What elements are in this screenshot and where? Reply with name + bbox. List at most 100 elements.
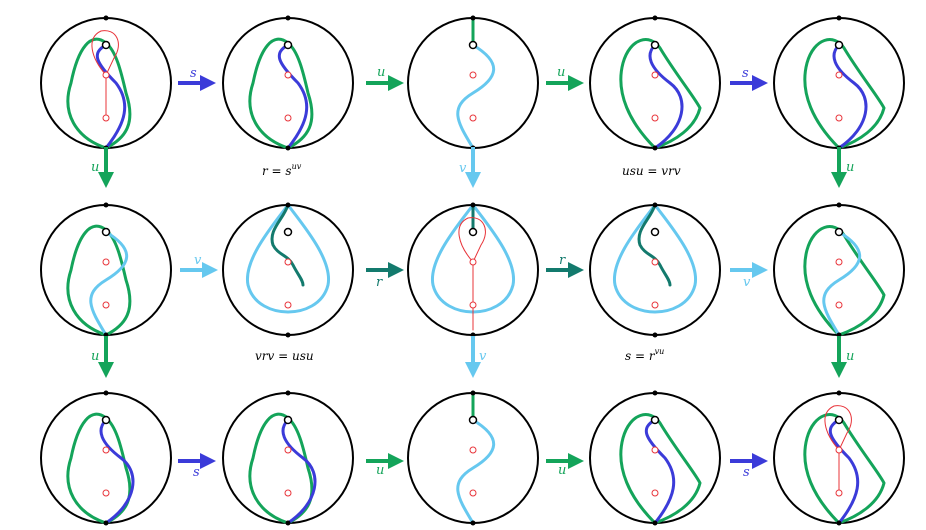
puncture-red bbox=[102, 71, 110, 79]
puncture-black bbox=[101, 415, 111, 425]
top-marked-point bbox=[470, 15, 476, 21]
puncture-red bbox=[835, 489, 843, 497]
disk-boundary bbox=[40, 392, 172, 524]
puncture-red bbox=[102, 489, 110, 497]
puncture-red bbox=[284, 301, 292, 309]
top-marked-point bbox=[103, 15, 109, 21]
label-s-r3a: s bbox=[193, 465, 200, 480]
label-s-r3d: s bbox=[743, 465, 750, 480]
arrow-labels: s u u s u v u v r r v u v u s u u s bbox=[91, 65, 854, 480]
disk-r1-c2 bbox=[222, 15, 354, 151]
top-marked-point bbox=[836, 15, 842, 21]
disk-r2-c4 bbox=[589, 202, 721, 338]
disk-r3-c1 bbox=[40, 390, 172, 526]
label-v-r2d: v bbox=[743, 275, 751, 290]
bottom-marked-point bbox=[285, 520, 291, 526]
bottom-marked-point bbox=[652, 332, 658, 338]
label-u-r1c: u bbox=[557, 65, 565, 80]
disk-boundary bbox=[222, 204, 354, 336]
puncture-red bbox=[651, 489, 659, 497]
light-blue-arc bbox=[456, 43, 496, 150]
light-blue-arc bbox=[822, 230, 862, 337]
disk-r1-c3 bbox=[407, 15, 539, 151]
top-marked-point bbox=[103, 390, 109, 396]
top-marked-point bbox=[470, 202, 476, 208]
label-r-r2c: r bbox=[559, 253, 566, 268]
puncture-red bbox=[284, 489, 292, 497]
top-marked-point bbox=[652, 15, 658, 21]
puncture-red bbox=[651, 71, 659, 79]
disk-r1-c4 bbox=[589, 15, 721, 151]
puncture-red bbox=[102, 446, 110, 454]
green-arc bbox=[619, 38, 702, 150]
bottom-marked-point bbox=[470, 520, 476, 526]
disk-r1-c5 bbox=[773, 15, 905, 151]
disk-boundary bbox=[222, 392, 354, 524]
bottom-marked-point bbox=[652, 145, 658, 151]
red-arc bbox=[824, 405, 852, 494]
equation-s-r-vu: s = rvu bbox=[625, 347, 664, 363]
blue-arc bbox=[277, 43, 309, 150]
equations: r = suv usu = vrv vrv = usu s = rvu bbox=[255, 162, 681, 363]
puncture-red bbox=[651, 258, 659, 266]
puncture-red bbox=[835, 301, 843, 309]
blue-arc bbox=[648, 43, 684, 150]
disk-r3-c3 bbox=[407, 390, 539, 526]
puncture-red bbox=[469, 114, 477, 122]
puncture-red bbox=[284, 71, 292, 79]
puncture-red bbox=[284, 446, 292, 454]
bottom-marked-point bbox=[285, 332, 291, 338]
top-marked-point bbox=[285, 202, 291, 208]
blue-arc bbox=[644, 418, 676, 525]
bottom-marked-point bbox=[836, 520, 842, 526]
disk-r2-c5 bbox=[773, 202, 905, 338]
bottom-marked-point bbox=[285, 145, 291, 151]
label-s-r1a: s bbox=[190, 66, 197, 81]
top-marked-point bbox=[470, 390, 476, 396]
puncture-black bbox=[283, 40, 293, 50]
puncture-red bbox=[102, 258, 110, 266]
red-arc bbox=[91, 30, 119, 119]
puncture-black bbox=[101, 227, 111, 237]
disk-r3-c2 bbox=[222, 390, 354, 526]
equation-usu-vrv: usu = vrv bbox=[622, 164, 681, 178]
puncture-red bbox=[469, 489, 477, 497]
label-u-c1-top: u bbox=[91, 160, 99, 175]
disk-boundary bbox=[40, 204, 172, 336]
blue-arc bbox=[95, 43, 127, 150]
label-u-r3b: u bbox=[376, 463, 384, 478]
puncture-red bbox=[469, 258, 477, 266]
equation-r-s-uv: r = suv bbox=[262, 162, 302, 178]
disk-boundary bbox=[773, 17, 905, 149]
puncture-black bbox=[468, 227, 478, 237]
puncture-black bbox=[834, 415, 844, 425]
arrows bbox=[98, 75, 847, 469]
disk-boundary bbox=[589, 392, 721, 524]
top-marked-point bbox=[652, 202, 658, 208]
puncture-black bbox=[834, 227, 844, 237]
blue-arc bbox=[828, 418, 860, 525]
disk-r3-c4 bbox=[589, 390, 721, 526]
blue-arc bbox=[281, 418, 317, 525]
top-marked-point bbox=[103, 202, 109, 208]
puncture-red bbox=[102, 301, 110, 309]
puncture-black bbox=[468, 40, 478, 50]
label-s-r1d: s bbox=[742, 66, 749, 81]
light-blue-arc bbox=[613, 203, 697, 314]
green-arc bbox=[803, 38, 886, 150]
puncture-black bbox=[468, 415, 478, 425]
puncture-red bbox=[835, 446, 843, 454]
puncture-red bbox=[651, 301, 659, 309]
equation-vrv-usu: vrv = usu bbox=[255, 349, 314, 363]
puncture-black bbox=[650, 40, 660, 50]
green-arc bbox=[803, 413, 886, 525]
puncture-red bbox=[835, 114, 843, 122]
puncture-red bbox=[651, 446, 659, 454]
puncture-red bbox=[651, 114, 659, 122]
blue-arc bbox=[832, 43, 868, 150]
puncture-red bbox=[284, 258, 292, 266]
puncture-red bbox=[835, 71, 843, 79]
disk-r2-c1 bbox=[40, 202, 172, 338]
puncture-black bbox=[101, 40, 111, 50]
puncture-red bbox=[469, 71, 477, 79]
